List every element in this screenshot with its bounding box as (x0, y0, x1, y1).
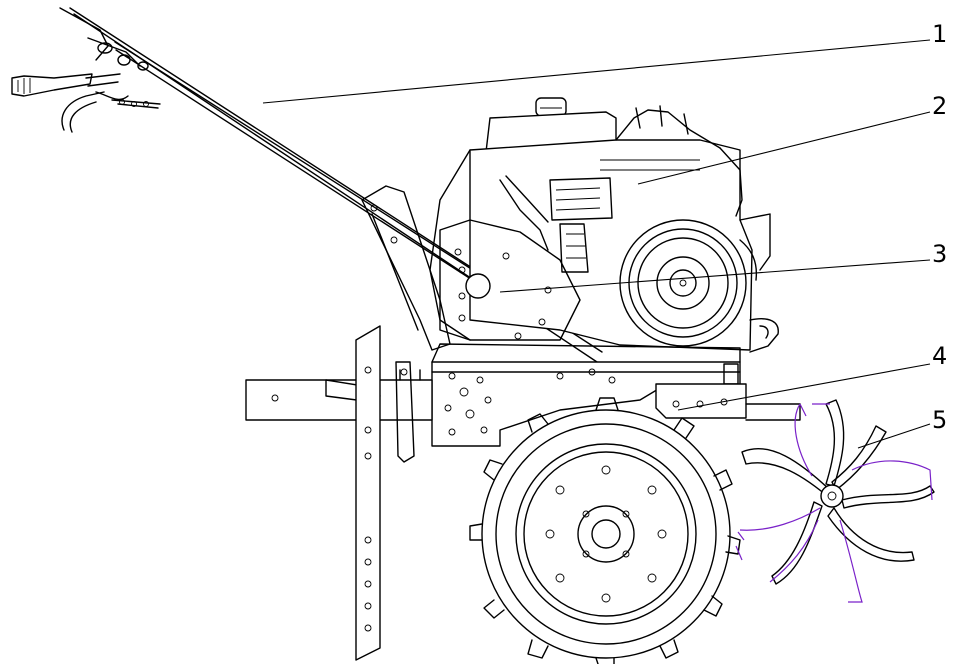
handlebar-bracket (361, 185, 451, 351)
wheel-hub (545, 465, 667, 603)
leader-lines (262, 39, 931, 449)
callout-5: 5 (932, 406, 947, 434)
wheel-tire (469, 397, 741, 664)
callout-1: 1 (932, 20, 947, 48)
main-frame (431, 343, 741, 447)
hand-grip (11, 73, 121, 97)
hitch-bar (245, 369, 433, 421)
tine-support-bracket (655, 383, 801, 421)
control-lever (61, 91, 161, 133)
depth-bar (355, 325, 415, 661)
engine-body (429, 105, 753, 351)
engine-flange (439, 219, 581, 341)
callout-4: 4 (932, 342, 947, 370)
tine-highlight (735, 403, 933, 603)
tiller-tines (741, 399, 935, 585)
callout-2: 2 (932, 92, 947, 120)
recoil-starter (619, 213, 771, 347)
callout-3: 3 (932, 240, 947, 268)
fuel-cap (535, 97, 567, 117)
exhaust-pipe (749, 318, 779, 353)
